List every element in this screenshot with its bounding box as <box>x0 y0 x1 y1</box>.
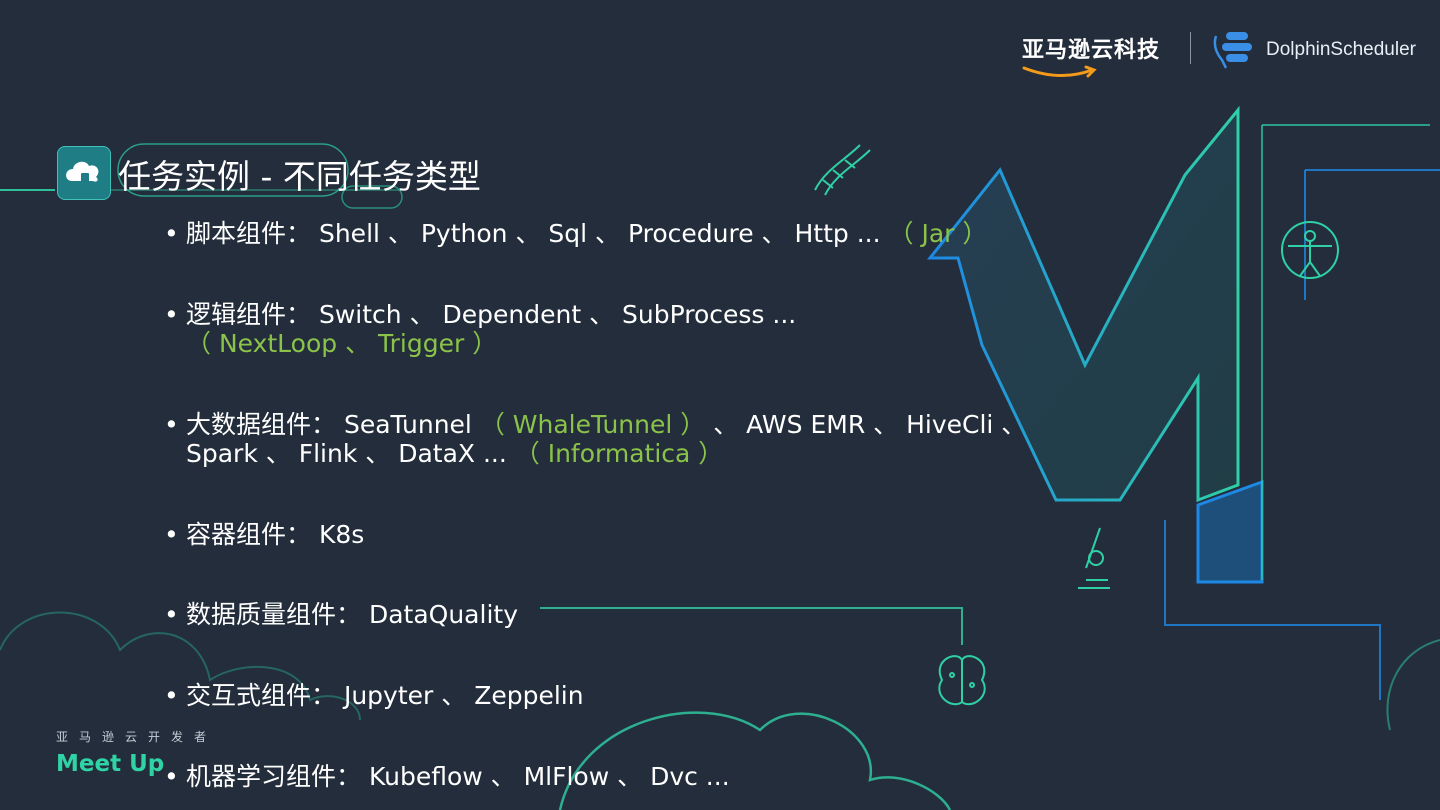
item-extra: （ Jar ） <box>888 219 988 248</box>
item-text-after: 、 AWS EMR 、 HiveCli 、 <box>713 410 1027 439</box>
title-pill-small <box>341 185 403 209</box>
item-text: SeaTunnel <box>343 410 472 439</box>
outline-line <box>1164 520 1381 700</box>
bullet-dot: • <box>164 681 179 710</box>
microscope-icon <box>1078 527 1110 589</box>
item-label: 逻辑组件： <box>186 300 312 329</box>
m-accent-block <box>1196 479 1264 584</box>
logo-divider <box>1190 32 1191 64</box>
item-text: DataQuality <box>368 600 518 629</box>
bullet-dot: • <box>164 520 179 549</box>
brain-icon <box>938 655 986 706</box>
item-extra: （ Informatica ） <box>514 439 724 468</box>
aws-smile-icon <box>1022 65 1097 78</box>
page-title: 任务实例 - 不同任务类型 <box>118 157 481 196</box>
item-label: 机器学习组件： <box>186 762 362 791</box>
aws-logo: 亚马逊云科技 <box>1022 32 1160 84</box>
bullet-dot: • <box>164 219 179 248</box>
item-extra: （ WhaleTunnel ） <box>479 410 706 439</box>
meetup-brand: Meet Up <box>56 751 165 777</box>
item-extra: （ NextLoop 、 Trigger ） <box>186 329 498 358</box>
title-pill-outline <box>117 143 349 197</box>
dna-icon <box>814 144 871 196</box>
bullet-dot: • <box>164 300 179 329</box>
bullet-dot: • <box>164 600 179 629</box>
item-label: 脚本组件： <box>186 219 312 248</box>
cloud-outline <box>558 711 952 810</box>
item-text: Kubeflow 、 MlFlow 、 Dvc ... <box>368 762 730 791</box>
item-label: 容器组件： <box>186 520 312 549</box>
item-text: K8s <box>318 520 365 549</box>
cloud-document-icon <box>57 146 111 200</box>
item-text: Shell 、 Python 、 Sql 、 Procedure 、 Http … <box>318 219 881 248</box>
item-text: Jupyter 、 Zeppelin <box>343 681 584 710</box>
human-figure-icon <box>1281 221 1339 279</box>
bullet-dot: • <box>164 410 179 439</box>
meetup-logo: 亚马逊云开发者 Meet Up <box>56 728 217 777</box>
item-label: 数据质量组件： <box>186 600 362 629</box>
dolphinscheduler-logo-text: DolphinScheduler <box>1266 39 1416 60</box>
outline-line <box>540 607 963 645</box>
bullet-dot: • <box>164 762 179 791</box>
big-m-shape <box>926 105 1240 503</box>
dolphin-icon <box>1213 32 1252 69</box>
item-label: 大数据组件： <box>186 410 337 439</box>
item-label: 交互式组件： <box>186 681 337 710</box>
dolphinscheduler-logo: DolphinScheduler <box>1212 30 1416 70</box>
item-line2: Spark 、 Flink 、 DataX ... <box>186 439 507 468</box>
item-text: Switch 、 Dependent 、 SubProcess ... <box>318 300 797 329</box>
aws-logo-text: 亚马逊云科技 <box>1022 38 1161 63</box>
meetup-tagline: 亚马逊云开发者 <box>56 730 218 744</box>
cloud-outline <box>0 611 361 721</box>
cloud-outline <box>1386 639 1440 731</box>
